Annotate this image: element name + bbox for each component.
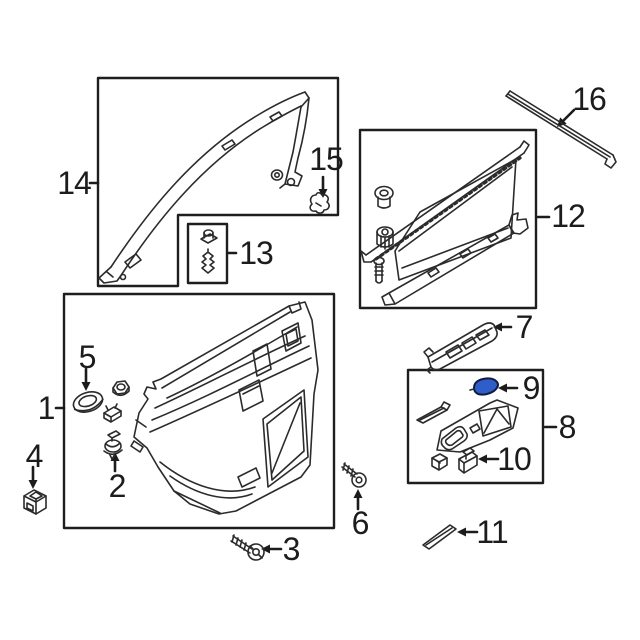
screw-3-drawing — [230, 534, 265, 561]
shade-assembly-drawing — [360, 140, 530, 306]
oval-grommet-drawing — [72, 391, 104, 413]
callout-13: 13 — [239, 235, 274, 271]
callout-connectors — [31, 108, 576, 551]
box-part-12 — [358, 128, 538, 310]
trim-strip-small-drawing — [416, 401, 451, 424]
callout-9: 9 — [522, 370, 541, 406]
callout-4: 4 — [25, 438, 44, 474]
callout-15: 15 — [309, 141, 344, 177]
box-part-13 — [186, 222, 229, 285]
push-pin-retainer-drawing — [103, 430, 123, 460]
screw-6-drawing — [341, 462, 367, 488]
part-boxes — [62, 76, 545, 530]
retainer-clips-drawing — [200, 229, 218, 274]
belt-molding-strip-drawing — [505, 90, 617, 169]
callout-11: 11 — [476, 514, 508, 550]
callout-6: 6 — [351, 505, 370, 541]
hex-nut-drawing — [112, 380, 130, 397]
callout-16: 16 — [572, 81, 607, 117]
callout-7: 7 — [515, 309, 534, 345]
window-frame-molding-drawing — [98, 91, 310, 284]
blue-cap-drawing — [469, 377, 499, 396]
cube-clip-drawing — [23, 489, 47, 515]
window-switch-drawing — [458, 447, 478, 474]
callout-1: 1 — [37, 390, 56, 426]
switch-housing-drawing — [423, 322, 498, 374]
box-part-8 — [406, 368, 545, 485]
square-clip-drawing — [103, 403, 122, 423]
molding-clip-drawing — [309, 191, 330, 214]
callout-3: 3 — [282, 531, 301, 567]
door-trim-panel-drawing — [130, 301, 319, 515]
clip-8-drawing — [431, 453, 448, 471]
box-part-14 — [96, 76, 340, 288]
trim-strip-drawing — [422, 524, 457, 550]
callout-8: 8 — [558, 409, 577, 445]
callout-5: 5 — [78, 339, 97, 375]
callout-2: 2 — [108, 468, 127, 504]
callout-14: 14 — [57, 165, 92, 201]
callout-10: 10 — [497, 441, 532, 477]
callout-12: 12 — [551, 198, 586, 234]
callout-16-arrow — [561, 108, 576, 123]
box-part-1 — [62, 292, 336, 530]
